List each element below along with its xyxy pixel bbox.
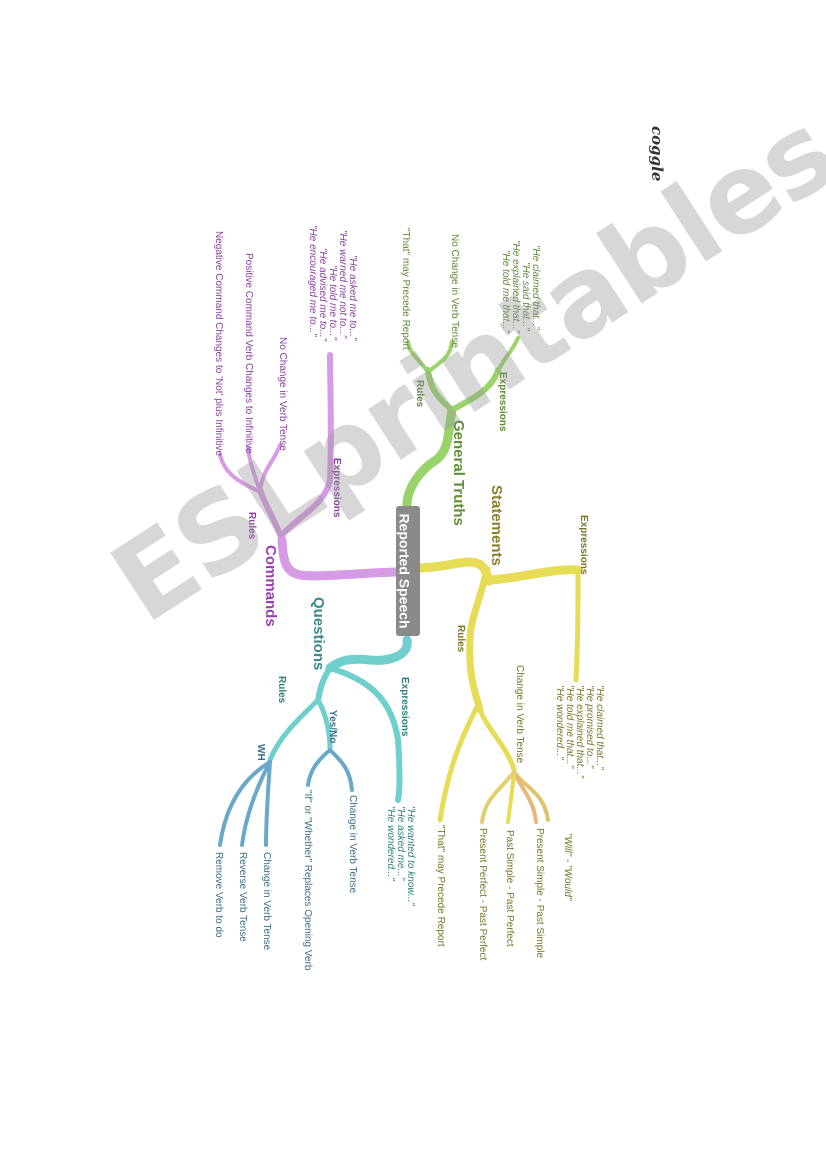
questions-wh-label: WH <box>255 744 266 761</box>
questions-rules-link <box>315 665 333 703</box>
questions-expression-1: "He wanted to know..." <box>405 806 416 906</box>
statements-tense-d <box>480 770 516 824</box>
commands-rule-2: Positive Command Verb Changes to Infinit… <box>243 253 254 454</box>
commands-rules-a <box>258 443 282 494</box>
questions-connectors <box>218 635 412 847</box>
statements-that-link <box>437 702 481 823</box>
commands-expression-2: "He warned me not to..." <box>337 230 348 339</box>
general-rules-link <box>425 367 455 413</box>
statements-title: Statements <box>488 485 505 566</box>
questions-wh-item-1: Change in Verb Tense <box>261 852 272 951</box>
commands-rules-b <box>246 446 262 494</box>
general-expressions-label: Expressions <box>497 372 508 432</box>
statements-rules-link <box>466 566 491 714</box>
commands-expression-4: "He advised me to..." <box>317 248 328 342</box>
commands-main-link <box>277 535 405 581</box>
general-rules-label: Rules <box>414 380 425 408</box>
questions-yesno-a <box>328 748 354 792</box>
general-expression-2: "He said that..." <box>520 262 531 331</box>
statements-expression-2: "He promised to..." <box>584 685 595 769</box>
statements-expression-4: "He told me that..." <box>564 685 575 769</box>
questions-branch: Questions Expressions Rules Yes/No WH "H… <box>213 597 416 971</box>
statements-tense-c <box>506 770 516 824</box>
statements-rules-label: Rules <box>455 625 466 653</box>
statements-main-link <box>413 557 583 586</box>
questions-wh-b <box>240 760 272 847</box>
commands-rules-link <box>257 487 285 543</box>
general-expression-1: "He claimed that..." <box>530 245 541 330</box>
general-rules-a <box>406 340 430 374</box>
questions-wh-c <box>218 760 272 847</box>
statements-tense-item-4: Present Perfect - Past Perfect <box>477 828 488 960</box>
general-rule-1: No Change in Verb Tense <box>449 234 460 348</box>
questions-wh-link <box>267 697 321 763</box>
general-expression-4: "He told me that..." <box>500 250 511 334</box>
statements-tense-link <box>477 707 517 773</box>
questions-main-link <box>325 635 412 673</box>
coggle-logo: coggle <box>648 126 666 182</box>
commands-expression-1: "He asked me to..." <box>347 255 358 341</box>
questions-expression-3: "He wondered..." <box>385 806 396 881</box>
general-expression-3: "He explained that..." <box>510 240 521 334</box>
questions-wh-item-3: Remove Verb to do <box>213 852 224 938</box>
questions-wh-a <box>264 760 272 847</box>
statements-expression-5: "He wondered..." <box>554 685 565 760</box>
questions-yesno-label: Yes/No <box>327 710 338 743</box>
questions-expr-link <box>327 665 403 803</box>
center-node: Reported Speech <box>396 506 420 636</box>
commands-branch: Commands Rules Expressions No Change in … <box>213 225 358 627</box>
statements-tense-b <box>512 770 538 824</box>
commands-expression-3: "He told me to..." <box>327 265 338 340</box>
statements-tense-label: Change in Verb Tense <box>514 665 525 764</box>
center-node-label: Reported Speech <box>396 513 412 628</box>
questions-title: Questions <box>310 597 327 670</box>
general-expr-fan <box>496 336 520 374</box>
statements-branch: Statements Rules Expressions Change in V… <box>435 485 605 960</box>
statements-that-item: "That" may Precede Report <box>435 825 446 947</box>
commands-rules-label: Rules <box>246 512 257 540</box>
statements-connectors <box>413 557 583 824</box>
general-title: General Truths <box>450 420 467 526</box>
commands-connectors <box>218 352 405 581</box>
general-branch: General Truths Rules Expressions No Chan… <box>400 228 541 526</box>
statements-tense-item-2: Present Simple - Past Simple <box>534 828 545 958</box>
commands-rules-c <box>218 453 262 494</box>
general-rule-2: "That" may Precede Report <box>400 228 411 350</box>
statements-expression-3: "He explained that..." <box>574 685 585 779</box>
statements-tense-item-3: Past Simple - Past Perfect <box>504 830 515 947</box>
questions-expression-2: "He asked me..." <box>395 806 406 881</box>
questions-yesno-item-1: Change in Verb Tense <box>347 795 358 894</box>
commands-expr-link <box>279 352 334 538</box>
general-expr-link <box>449 367 501 413</box>
statements-expressions-label: Expressions <box>578 515 589 575</box>
commands-expressions-label: Expressions <box>331 458 342 518</box>
commands-rule-1: No Change in Verb Tense <box>277 337 288 451</box>
questions-yesno-link <box>315 697 333 751</box>
questions-expressions-label: Expressions <box>399 677 410 737</box>
general-connectors <box>402 336 520 515</box>
commands-rule-3: Negative Command Changes to 'Not' plus I… <box>213 231 224 456</box>
general-rules-b <box>426 340 454 374</box>
statements-expr-link <box>573 572 581 683</box>
commands-expression-5: "He encouraged me to..." <box>307 225 318 337</box>
statements-tense-item-1: "Will" - "Would" <box>562 833 573 901</box>
center-node-box <box>396 506 420 636</box>
general-main-link <box>402 405 457 515</box>
questions-yesno-b <box>306 748 332 787</box>
commands-title: Commands <box>262 545 279 627</box>
statements-expression-1: "He claimed that..." <box>594 685 605 770</box>
questions-wh-item-2: Reverse Verb Tense <box>237 852 248 942</box>
questions-rules-label: Rules <box>276 676 287 704</box>
questions-yesno-item-2: "If" or "Whether" Replaces Opening Verb <box>302 790 313 971</box>
